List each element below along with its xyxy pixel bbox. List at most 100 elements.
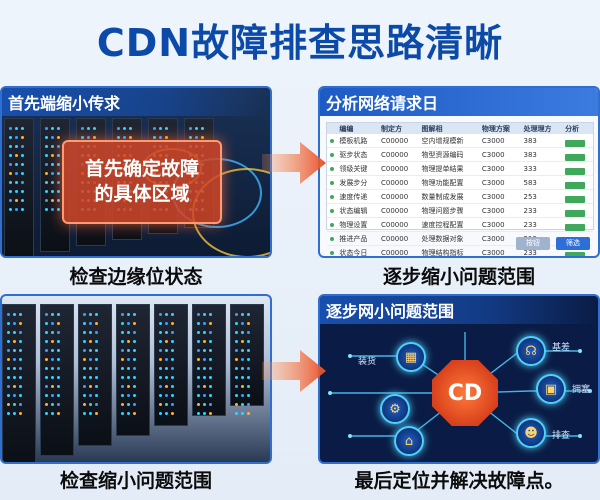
led-indicator <box>83 376 86 379</box>
server-rack <box>192 304 226 416</box>
people-icon: ☻ <box>516 418 546 448</box>
led-indicator <box>235 385 238 388</box>
led-indicator <box>241 313 244 316</box>
table-row[interactable]: 物理设置C00000速度控程配置C3000233正常 <box>327 217 593 232</box>
led-indicator <box>15 145 18 148</box>
led-indicator <box>159 349 162 352</box>
led-indicator <box>247 385 250 388</box>
led-indicator <box>15 127 18 130</box>
led-indicator <box>203 358 206 361</box>
led-indicator <box>133 367 136 370</box>
status-badge: 正常 <box>565 140 586 147</box>
led-indicator <box>21 190 24 193</box>
table-row[interactable]: 模板机路C00000空内增规模新C3000383正常 <box>327 134 593 148</box>
table-cell: 状态编辑 <box>336 203 378 218</box>
led-indicator <box>45 172 48 175</box>
table-header-cell: 处理理方 <box>520 123 563 134</box>
led-indicator <box>241 403 244 406</box>
led-indicator <box>51 208 54 211</box>
led-indicator <box>127 403 130 406</box>
table-cell-status: 正常 <box>562 175 593 190</box>
led-indicator <box>133 331 136 334</box>
led-indicator <box>133 313 136 316</box>
table-header-row: 编编制定方图解相物理方案处理理方分析 <box>327 123 593 134</box>
led-indicator <box>201 127 204 130</box>
led-indicator <box>209 349 212 352</box>
footer-button-left[interactable]: 按钮 <box>516 236 550 250</box>
led-indicator <box>15 136 18 139</box>
led-indicator <box>89 376 92 379</box>
led-indicator <box>89 403 92 406</box>
led-indicator <box>127 331 130 334</box>
led-indicator <box>7 376 10 379</box>
led-indicator <box>83 313 86 316</box>
led-indicator <box>9 163 12 166</box>
led-indicator <box>57 358 60 361</box>
led-indicator <box>171 358 174 361</box>
led-indicator <box>7 322 10 325</box>
status-dot-icon <box>330 138 334 143</box>
led-indicator <box>15 190 18 193</box>
led-indicator <box>19 394 22 397</box>
table-cell-status: 正常 <box>562 203 593 218</box>
table-cell: 物理结构指标 <box>418 245 479 256</box>
led-indicator <box>121 313 124 316</box>
led-indicator <box>9 190 12 193</box>
panel-header: 首先端缩小传求 <box>2 88 270 116</box>
footer-button-right[interactable]: 筛选 <box>556 236 590 250</box>
title-bar: CDN故障排查思路清晰 <box>0 0 600 78</box>
led-indicator <box>241 376 244 379</box>
led-indicator <box>13 403 16 406</box>
led-indicator <box>159 322 162 325</box>
page-title: CDN故障排查思路清晰 <box>96 20 504 65</box>
led-indicator <box>209 367 212 370</box>
led-indicator <box>7 385 10 388</box>
led-indicator <box>89 313 92 316</box>
table-row[interactable]: 状态今日C00000物理结构指标C3000233正常 <box>327 245 593 256</box>
table-cell: C3000 <box>478 147 521 162</box>
led-indicator <box>121 349 124 352</box>
led-indicator <box>165 412 168 415</box>
table-row[interactable]: 发展步分C00000物理功能配置C3000583正常 <box>327 175 593 190</box>
arrow-right-icon <box>262 350 326 392</box>
table-cell: 推进产品 <box>336 231 378 246</box>
led-indicator <box>13 358 16 361</box>
led-indicator <box>165 340 168 343</box>
table-row[interactable]: 状态编辑C00000物理问题步骤C3000233正常 <box>327 203 593 218</box>
led-indicator <box>247 358 250 361</box>
led-indicator <box>51 385 54 388</box>
table-cell-status: 正常 <box>562 189 593 204</box>
led-indicator <box>241 358 244 361</box>
table-cell: C3000 <box>478 203 521 218</box>
led-indicator <box>159 376 162 379</box>
led-indicator <box>21 127 24 130</box>
table-cell: C00000 <box>378 147 419 162</box>
led-indicator <box>51 376 54 379</box>
status-badge: 正常 <box>565 224 586 231</box>
led-indicator <box>203 313 206 316</box>
led-indicator <box>19 313 22 316</box>
led-indicator <box>87 127 90 130</box>
led-indicator <box>189 136 192 139</box>
led-indicator <box>13 394 16 397</box>
table-row[interactable]: 领级关键C00000物理提单结果C3000333正常 <box>327 161 593 176</box>
table-cell: C00000 <box>378 245 419 256</box>
led-indicator <box>197 412 200 415</box>
led-indicator <box>7 349 10 352</box>
led-indicator <box>209 358 212 361</box>
caption-narrow-scope: 逐步缩小问题范围 <box>382 266 535 288</box>
led-indicator <box>197 349 200 352</box>
table-row[interactable]: 驱步状态C00000物型资源编码C3000383正常 <box>327 147 593 162</box>
panel-racks <box>0 294 272 464</box>
table-row[interactable]: 速度传递C00000数量制成发展C3000253正常 <box>327 189 593 204</box>
led-indicator <box>241 367 244 370</box>
server-rack <box>4 118 34 256</box>
led-indicator <box>45 127 48 130</box>
row-status-dot <box>327 231 337 246</box>
led-indicator <box>247 376 250 379</box>
led-indicator <box>57 199 60 202</box>
led-indicator <box>209 331 212 334</box>
table-cell: 领级关键 <box>336 161 378 176</box>
